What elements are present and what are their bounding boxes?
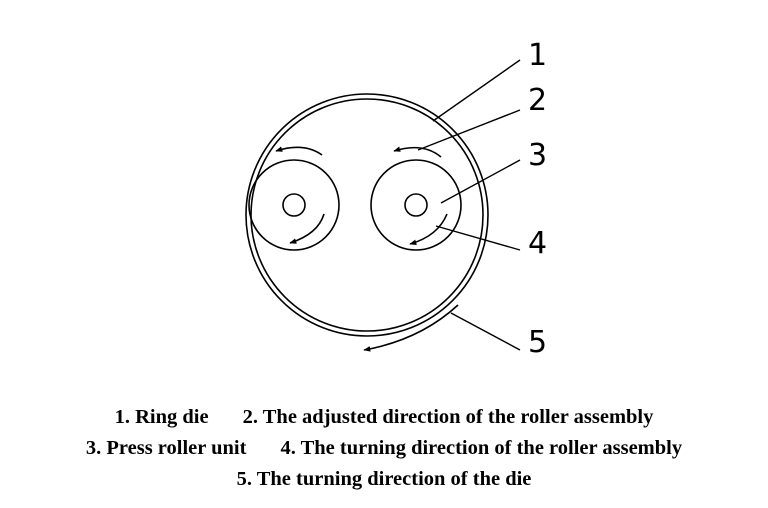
ring-die-outer-circle <box>245 93 489 337</box>
caption-item-3: 3. Press roller unit <box>85 437 247 459</box>
callout-3: 3 <box>528 138 547 173</box>
caption-item-5: 5. The turning direction of the die <box>236 468 532 490</box>
die-turn-arrow <box>363 304 459 352</box>
ring-die-diagram: 1 2 3 4 5 <box>245 38 547 360</box>
caption-item-2: 2. The adjusted direction of the roller … <box>242 406 654 428</box>
caption-line-3: 5. The turning direction of the die <box>0 464 768 495</box>
callout-4: 4 <box>528 226 547 261</box>
figure-caption: 1. Ring die 2. The adjusted direction of … <box>0 402 768 495</box>
right-roller-shaft <box>404 193 428 217</box>
left-adjust-arrow <box>275 146 323 156</box>
caption-line-1: 1. Ring die 2. The adjusted direction of … <box>0 402 768 433</box>
callout-2: 2 <box>528 83 547 118</box>
callout-1: 1 <box>528 38 547 73</box>
right-turn-arrow <box>409 213 448 245</box>
leader-line-3 <box>440 159 521 204</box>
leader-line-2 <box>417 109 521 151</box>
left-turn-arrow <box>289 213 325 244</box>
callout-5: 5 <box>528 325 547 360</box>
right-adjust-arrow <box>393 146 442 158</box>
caption-item-1: 1. Ring die <box>114 406 209 428</box>
right-roller-circle <box>370 159 462 251</box>
caption-item-4: 4. The turning direction of the roller a… <box>280 437 683 459</box>
leader-line-4 <box>435 225 521 251</box>
caption-line-2: 3. Press roller unit 4. The turning direc… <box>0 433 768 464</box>
left-roller-shaft <box>282 193 306 217</box>
leader-line-5 <box>450 312 521 351</box>
ring-die-inner-circle <box>250 98 484 332</box>
left-roller-circle <box>248 159 340 251</box>
leader-line-1 <box>432 59 521 122</box>
